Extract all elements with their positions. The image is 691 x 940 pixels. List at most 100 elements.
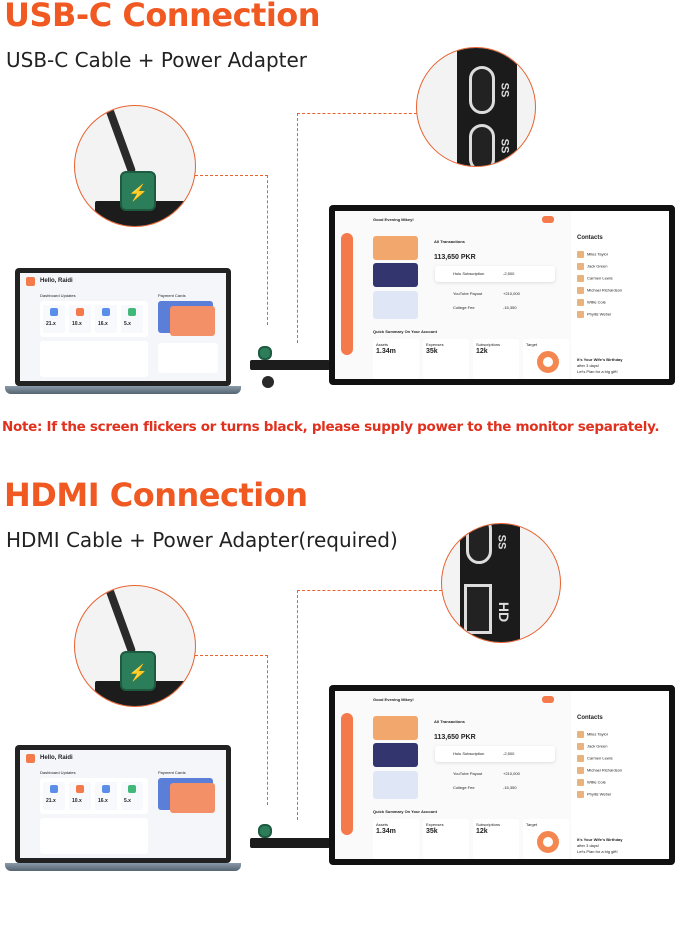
warning-note: Note: If the screen flickers or turns bl…: [2, 419, 660, 435]
laptop-greeting: Hello, Raidi: [40, 755, 73, 761]
port-label: SS: [498, 82, 511, 98]
port-label: SS: [495, 534, 508, 550]
laptop-updates-card: 21.x 10.x 16.x 5.x: [40, 301, 148, 337]
laptop: Hello, Raidi Dashboard Updates Payment C…: [5, 268, 241, 396]
laptop-stat: 10.x: [72, 321, 82, 327]
port-zoom-circle: SS HD: [441, 523, 561, 643]
callout-line: [297, 113, 417, 343]
callout-line: [190, 655, 268, 805]
callout-line: [297, 590, 442, 820]
cable: [101, 106, 137, 175]
contacts-panel: Contacts Miles Taylor Jack Green Carmen …: [571, 211, 669, 379]
stat-value: 12k: [476, 348, 488, 355]
transaction-amount: +210,000: [503, 771, 520, 776]
stat-value: 1.34m: [376, 348, 396, 355]
port-zoom-circle: SS SS: [416, 47, 536, 167]
contact[interactable]: Carmen Lewis: [577, 275, 613, 282]
transaction-amount: +210,000: [503, 291, 520, 296]
laptop-cards: Payment Cards: [158, 770, 186, 775]
contact[interactable]: Jack Green: [577, 743, 607, 750]
reminder: after 3 days!: [577, 363, 600, 368]
transaction[interactable]: Hulu Subscription: [453, 271, 485, 276]
callout-line: [190, 175, 268, 325]
contacts-panel: Contacts Miles Taylor Jack Green Carmen …: [571, 691, 669, 859]
transaction-amount: -15,350: [503, 305, 517, 310]
section-title: HDMI Connection: [4, 476, 308, 514]
stat-label: Target: [526, 822, 538, 827]
stat-value: 1.34m: [376, 828, 396, 835]
transaction-amount: -2,500: [503, 751, 515, 756]
plug: ⚡: [120, 651, 156, 691]
laptop-stat: 5.x: [124, 321, 131, 327]
sidebar: [341, 713, 353, 835]
transactions-title: All Transactions: [434, 719, 465, 724]
laptop-greeting: Hello, Raidi: [40, 278, 73, 284]
summary-title: Quick Summary On Your Account: [373, 809, 437, 814]
contact[interactable]: Miles Taylor: [577, 731, 608, 738]
section-subtitle: HDMI Cable + Power Adapter(required): [6, 528, 398, 552]
contact[interactable]: Carmen Lewis: [577, 755, 613, 762]
laptop-stat: 21.x: [46, 798, 56, 804]
contact[interactable]: Phyllis Weber: [577, 311, 611, 318]
transaction-amount: -15,350: [503, 785, 517, 790]
sidebar: [341, 233, 353, 355]
usbc-port-icon: [469, 124, 495, 166]
stat-label: Subscriptions: [476, 822, 501, 827]
contact[interactable]: Phyllis Weber: [577, 791, 611, 798]
laptop: Hello, Raidi Dashboard Updates Payment C…: [5, 745, 241, 873]
port-label: SS: [498, 138, 511, 154]
transaction-amount: -2,500: [503, 271, 515, 276]
transaction[interactable]: YouTube Payout: [453, 771, 483, 776]
laptop-cards: Payment Cards: [158, 293, 186, 298]
stat-card: Target: [523, 339, 569, 379]
stat-label: Assets: [376, 822, 389, 827]
cable-zoom-circle: ⚡: [74, 105, 196, 227]
stat-label: Target: [526, 342, 538, 347]
laptop-stat: 10.x: [72, 798, 82, 804]
contacts-title: Contacts: [577, 235, 603, 241]
stat-label: Subscriptions: [476, 342, 501, 347]
plug: ⚡: [120, 171, 156, 211]
hdmi-port-icon: [464, 584, 492, 634]
hub-device: [250, 360, 330, 370]
reminder: Let's Plan for a big gift!: [577, 369, 618, 374]
greeting: Good Evening Mikey!: [373, 217, 414, 222]
laptop-stat: 21.x: [46, 321, 56, 327]
greeting: Good Evening Mikey!: [373, 697, 414, 702]
transaction[interactable]: College Fee: [453, 785, 475, 790]
reminder: It's Your Wife's Birthday: [577, 357, 623, 362]
contact[interactable]: Miles Taylor: [577, 251, 608, 258]
donut-chart: [537, 831, 559, 853]
portable-monitor: Good Evening Mikey! All Transactions 113…: [329, 685, 675, 865]
plug: [258, 346, 272, 360]
section-title: USB-C Connection: [4, 0, 321, 34]
usbc-port-icon: [469, 66, 495, 114]
hdmi-section: HDMI Connection HDMI Cable + Power Adapt…: [0, 476, 691, 940]
contact[interactable]: Michael Richardson: [577, 767, 622, 774]
contact[interactable]: Willie Cole: [577, 299, 606, 306]
contact[interactable]: Michael Richardson: [577, 287, 622, 294]
stat-label: Expenses: [426, 342, 444, 347]
transaction[interactable]: YouTube Payout: [453, 291, 483, 296]
laptop-updates-card: 21.x 10.x 16.x 5.x: [40, 778, 148, 814]
laptop-stat: 5.x: [124, 798, 131, 804]
section-subtitle: USB-C Cable + Power Adapter: [6, 48, 308, 72]
port-label: HD: [496, 601, 513, 623]
transaction[interactable]: Hulu Subscription: [453, 751, 485, 756]
hub-device: [250, 838, 330, 848]
usbc-port-icon: [466, 524, 492, 564]
donut-chart: [537, 351, 559, 373]
contact[interactable]: Willie Cole: [577, 779, 606, 786]
transaction[interactable]: College Fee: [453, 305, 475, 310]
cable: [101, 586, 137, 655]
contacts-title: Contacts: [577, 715, 603, 721]
contact[interactable]: Jack Green: [577, 263, 607, 270]
cable: [262, 376, 274, 388]
stat-card: Target: [523, 819, 569, 859]
laptop-stat: 16.x: [98, 798, 108, 804]
